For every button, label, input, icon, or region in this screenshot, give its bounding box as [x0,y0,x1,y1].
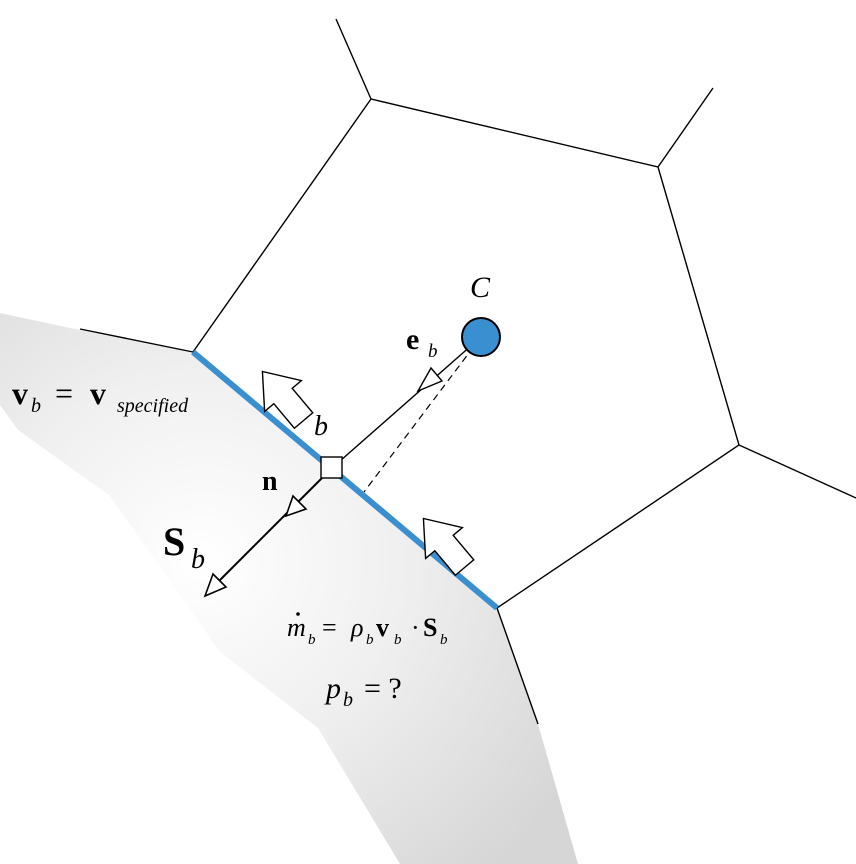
mesh-edge-left [79,328,194,353]
centroid-node [461,317,501,357]
svg-text:v: v [376,613,389,642]
svg-text:v: v [12,375,28,411]
svg-text:b: b [31,395,41,417]
svg-text:b: b [343,689,353,711]
svg-text:b: b [191,544,205,575]
svg-text:= ?: = ? [364,672,402,705]
svg-text:p: p [324,672,341,705]
svg-text:·: · [411,613,420,642]
n-arrowhead [284,494,308,518]
svg-text:e: e [406,323,419,356]
face-center-marker [320,456,343,479]
dashed-projection-line [363,336,482,493]
s-b-vector-line [212,467,333,588]
velocity-bc-equation: v b = v specified [12,375,189,417]
mass-flow-equation: m b = ρ b v b · S b [287,612,448,648]
mesh-edge-top [335,18,372,100]
centroid-label: C [470,271,491,304]
svg-text:ρ: ρ [350,613,363,642]
s-b-arrowhead [203,572,228,598]
svg-text:=: = [322,613,337,642]
normal-label: n [262,466,278,497]
face-label: b [314,411,328,442]
s-b-label: S b [163,519,205,575]
inflow-arrow-left [261,370,314,430]
svg-text:=: = [55,375,73,411]
svg-text:S: S [163,519,185,564]
centroid-to-face-line [331,336,482,469]
boundary-region-shade [0,313,578,864]
e-b-arrowhead [416,366,444,393]
svg-text:m: m [287,613,306,642]
mesh-edge-top-right [657,87,714,168]
svg-text:v: v [90,375,106,411]
svg-text:S: S [423,613,437,642]
pressure-equation: p b = ? [324,672,402,711]
svg-text:b: b [366,632,374,648]
inflow-arrow-right [422,517,475,577]
mesh-edge-right [738,444,856,499]
mesh-edge-bottom [496,607,539,725]
svg-text:b: b [394,632,402,648]
mesh-edges [79,18,856,725]
svg-text:specified: specified [117,395,189,417]
svg-text:b: b [440,632,448,648]
svg-text:b: b [308,632,316,648]
svg-text:b: b [428,341,438,362]
e-b-label: e b [406,323,438,362]
